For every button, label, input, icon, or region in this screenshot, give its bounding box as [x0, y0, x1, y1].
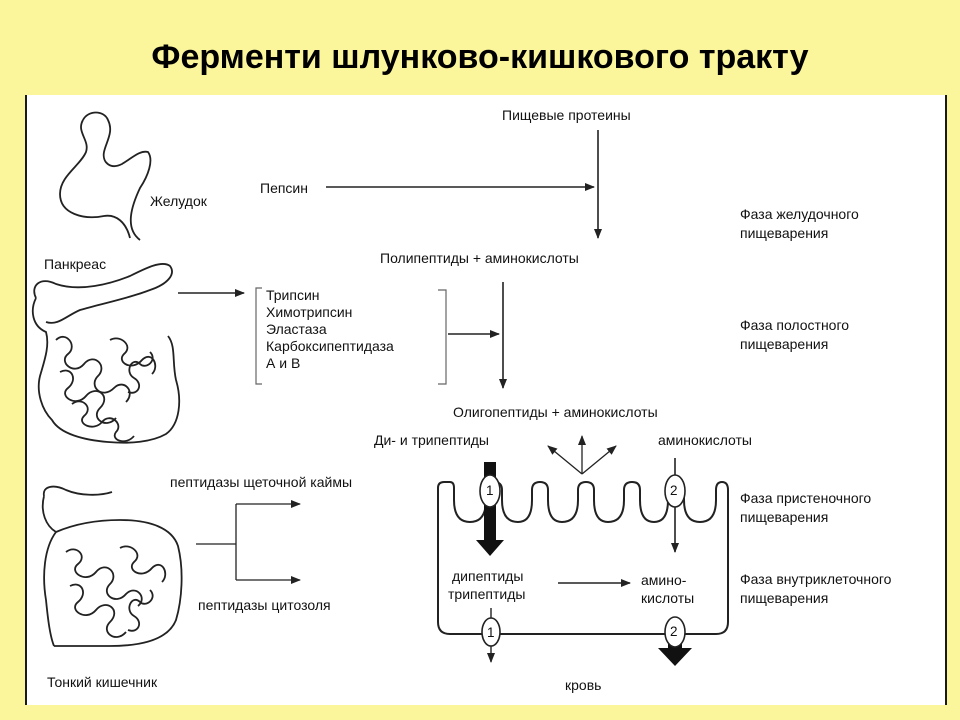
enzyme-trypsin: Трипсин: [266, 287, 320, 303]
brush-border-peptidases-label: пептидазы щеточной каймы: [170, 474, 353, 490]
transporter-number-2-top: 2: [670, 483, 678, 498]
intestine-branch-arrows: [196, 500, 301, 584]
dipeptides-label: дипептиды: [452, 568, 524, 584]
phase-intracellular-line1: Фаза внутриклеточного: [740, 571, 892, 587]
pancreatic-enzyme-list: Трипсин Химотрипсин Эластаза Карбоксипеп…: [266, 287, 394, 372]
transporter-oval-1-bottom: [481, 617, 501, 647]
pancreas-label: Панкреас: [44, 256, 107, 272]
oligopeptides-label: Олигопептиды + аминокислоты: [453, 404, 658, 420]
enterocyte: [437, 480, 729, 635]
phase-intracellular-line2: пищеварения: [740, 590, 829, 606]
phase-gastric-line2: пищеварения: [740, 225, 829, 241]
blood-label: кровь: [565, 677, 602, 693]
small-intestine-label: Тонкий кишечник: [47, 674, 158, 690]
phase-gastric-line1: Фаза желудочного: [740, 206, 859, 222]
stomach-illustration: [59, 111, 152, 241]
amino-acids-label: аминокислоты: [658, 432, 752, 448]
cytosol-peptidases-label: пептидазы цитозоля: [198, 597, 331, 613]
small-intestine-illustration: [41, 485, 183, 647]
phase-cavity-line2: пищеварения: [740, 336, 829, 352]
acids-label: кислоты: [641, 590, 695, 606]
enzyme-a-and-b: А и В: [266, 355, 301, 371]
phase-cavity-line1: Фаза полостного: [740, 317, 850, 333]
di-tri-peptides-label: Ди- и трипептиды: [374, 432, 489, 448]
transporter-oval-1-top: [479, 474, 501, 508]
food-proteins-label: Пищевые протеины: [502, 107, 631, 123]
enzyme-elastase: Эластаза: [266, 321, 327, 337]
transporter-oval-2-top: [664, 474, 686, 508]
amino-acids-hyphen-label: амино-: [641, 572, 687, 588]
transporter-number-1-bottom: 1: [487, 625, 495, 640]
transporter-number-1-top: 1: [486, 483, 494, 498]
pepsin-label: Пепсин: [260, 180, 308, 196]
transporter-oval-2-bottom: [664, 616, 686, 648]
split-arrows: [547, 435, 617, 475]
phase-parietal-line1: Фаза пристеночного: [740, 490, 872, 506]
polypeptides-label: Полипептиды + аминокислоты: [380, 250, 579, 266]
enzyme-chymotrypsin: Химотрипсин: [266, 304, 353, 320]
stomach-label: Желудок: [150, 193, 207, 209]
slide-title: Ферменти шлунково-кишкового тракту: [151, 38, 809, 76]
tripeptides-label: трипептиды: [448, 586, 526, 602]
phase-parietal-line2: пищеварения: [740, 509, 829, 525]
transporter-number-2-bottom: 2: [670, 624, 678, 639]
enzyme-carboxypeptidase: Карбоксипептидаза: [266, 338, 394, 354]
pancreas-illustration: [31, 263, 181, 444]
main-flow-arrows: [178, 130, 602, 389]
enzyme-bracket: [255, 287, 447, 385]
